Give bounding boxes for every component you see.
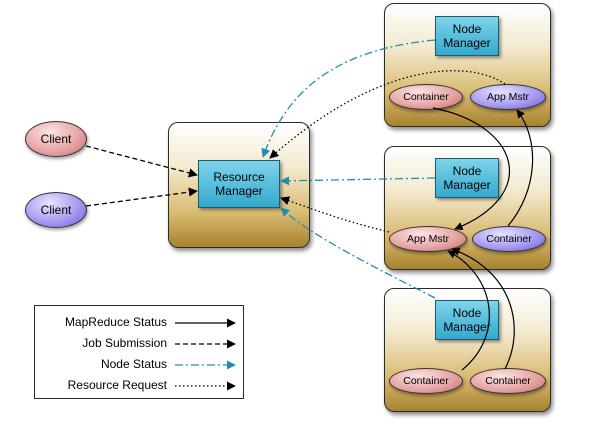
legend-swatch-dotted — [175, 381, 236, 391]
legend-label: Job Submission — [82, 336, 167, 350]
client-oval: Client — [25, 192, 87, 228]
node-manager-2: Node Manager — [435, 158, 499, 198]
oval-label: Container — [403, 91, 449, 103]
oval-label: App Mstr — [486, 91, 529, 103]
app-master-oval: App Mstr — [470, 84, 546, 110]
legend-item-mapreduce-status: MapReduce Status — [35, 313, 243, 331]
oval-label: Container — [485, 375, 531, 387]
oval-label: Container — [403, 375, 449, 387]
legend-swatch-solid — [175, 318, 236, 328]
node-manager-3: Node Manager — [435, 300, 499, 340]
client-oval: Client — [25, 121, 87, 157]
legend-item-job-submission: Job Submission — [35, 334, 243, 352]
app-master-oval: App Mstr — [389, 226, 467, 252]
oval-label: App Mstr — [406, 233, 449, 245]
legend-item-resource-request: Resource Request — [35, 376, 243, 394]
node-manager-label: Node Manager — [443, 306, 491, 334]
legend-label: MapReduce Status — [64, 315, 167, 329]
legend-label: Resource Request — [67, 378, 167, 392]
resource-manager-label: Resource Manager — [213, 170, 265, 198]
container-oval: Container — [472, 226, 546, 252]
legend-swatch-dashdot — [175, 360, 236, 370]
oval-label: Container — [486, 233, 532, 245]
node-manager-label: Node Manager — [443, 22, 491, 50]
resource-manager: Resource Manager — [198, 160, 280, 208]
legend: MapReduce Status Job Submission Node Sta… — [34, 305, 244, 399]
legend-item-node-status: Node Status — [35, 355, 243, 373]
container-oval: Container — [470, 368, 546, 394]
container-oval: Container — [389, 84, 463, 110]
client-label: Client — [40, 132, 72, 146]
client-label: Client — [40, 203, 72, 217]
node-manager-label: Node Manager — [443, 164, 491, 192]
node-manager-1: Node Manager — [435, 16, 499, 56]
container-oval: Container — [389, 368, 463, 394]
legend-label: Node Status — [100, 357, 167, 371]
legend-swatch-dashed — [175, 339, 236, 349]
